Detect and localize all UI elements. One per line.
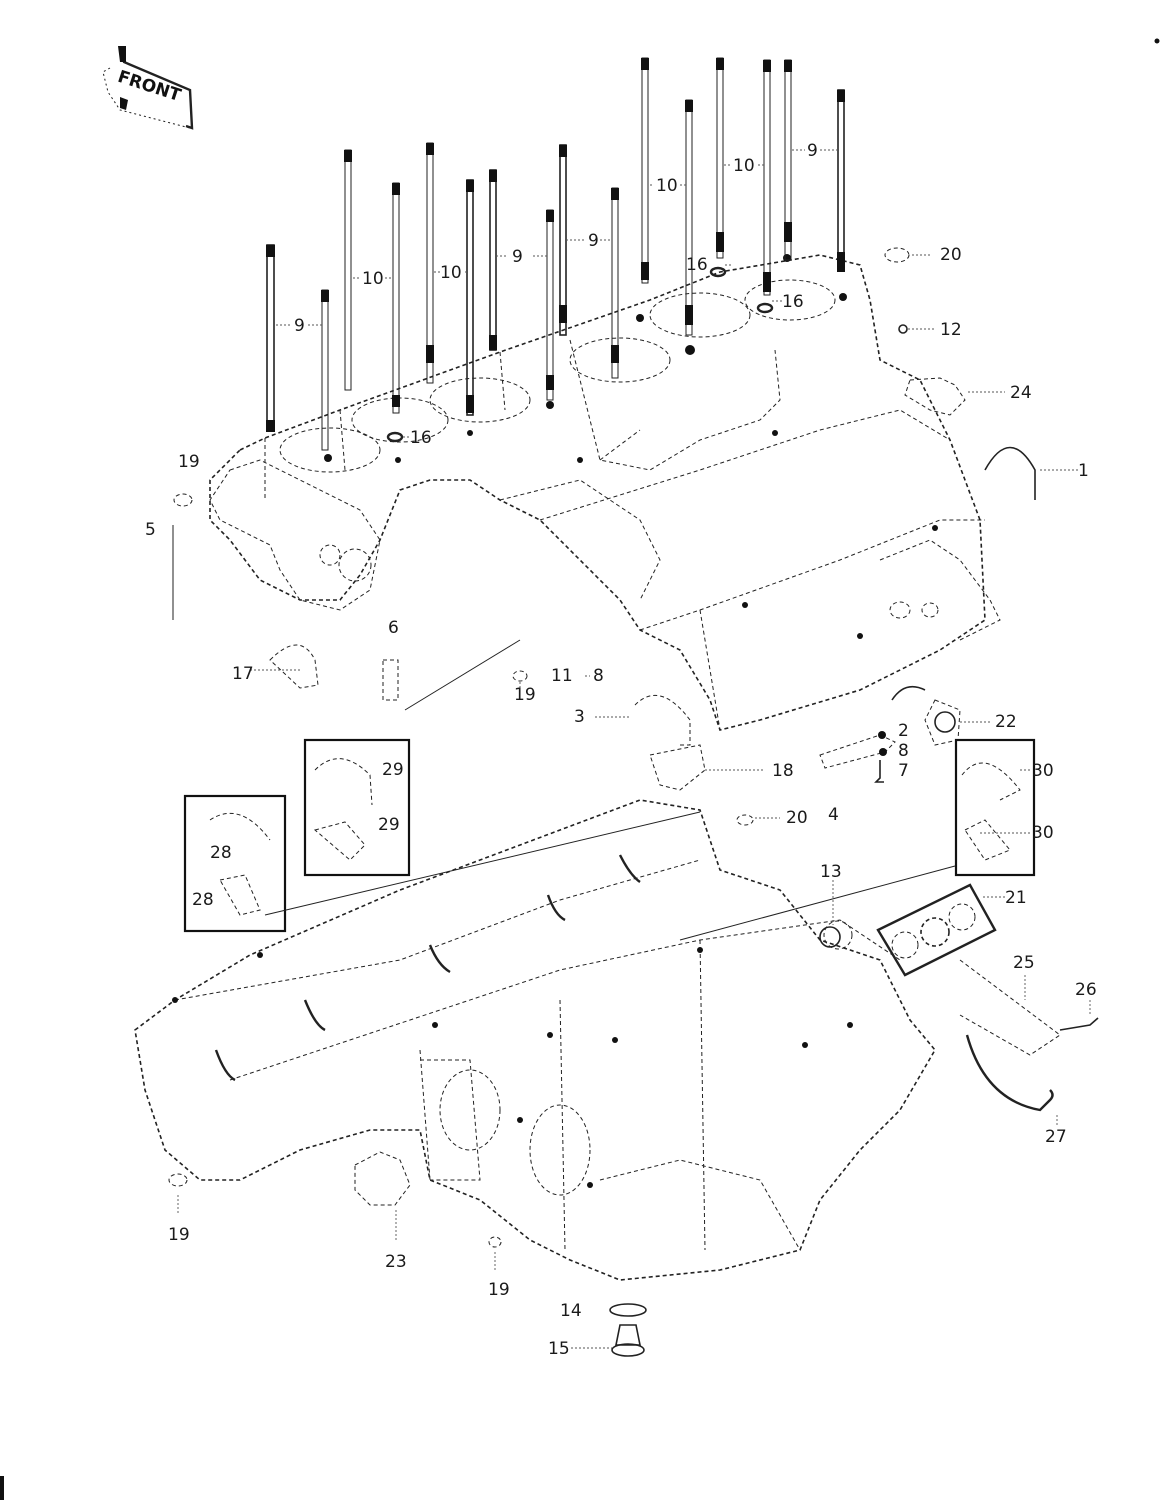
- bolt-26: [1059, 1017, 1099, 1031]
- hose-27: [965, 1034, 1054, 1112]
- thrust-bearing-3: [634, 695, 691, 746]
- callout-17: 17: [232, 664, 254, 684]
- stud: [489, 169, 497, 351]
- callout-29: 29: [382, 760, 404, 780]
- stud: [611, 187, 619, 379]
- callout-19: 19: [488, 1280, 510, 1300]
- stud: [641, 57, 649, 284]
- front-direction-marker: FRONT: [102, 46, 194, 130]
- stud: [546, 209, 554, 401]
- callout-14: 14: [560, 1301, 582, 1321]
- callout-6: 6: [388, 618, 399, 638]
- callout-28: 28: [210, 843, 232, 863]
- stud: [321, 289, 329, 451]
- stud: [763, 59, 771, 296]
- callout-12: 12: [940, 320, 962, 340]
- callout-16: 16: [782, 292, 804, 312]
- callout-10: 10: [440, 263, 462, 283]
- bolt-7: [874, 760, 884, 783]
- callout-4: 4: [828, 805, 839, 825]
- callout-29: 29: [378, 815, 400, 835]
- drain-plug-15: [611, 1324, 645, 1357]
- callout-21: 21: [1005, 888, 1027, 908]
- callout-19: 19: [168, 1225, 190, 1245]
- stud: [266, 244, 275, 432]
- callout-9: 9: [807, 141, 818, 161]
- callout-5: 5: [145, 520, 156, 540]
- callout-26: 26: [1075, 980, 1097, 1000]
- stud: [392, 182, 400, 414]
- stud: [837, 89, 845, 272]
- scan-mark: [1154, 38, 1160, 44]
- callout-20: 20: [940, 245, 962, 265]
- o-rings: [386, 266, 774, 443]
- stud: [559, 144, 567, 336]
- stud: [784, 59, 792, 261]
- callout-9: 9: [512, 247, 523, 267]
- callout-10: 10: [656, 176, 678, 196]
- callout-19: 19: [514, 685, 536, 705]
- callout-9: 9: [294, 316, 305, 336]
- bearing-insert-6: [382, 659, 399, 701]
- washer-8: [878, 731, 886, 739]
- dowel-pin-20-b: [736, 814, 754, 826]
- dowel-pin-19-c: [168, 1173, 188, 1187]
- plug-12: [898, 324, 908, 334]
- callout-28: 28: [192, 890, 214, 910]
- callout-10: 10: [733, 156, 755, 176]
- callout-16: 16: [686, 255, 708, 275]
- gasket-14: [609, 1303, 647, 1317]
- plate-18: [819, 734, 896, 769]
- callout-1: 1: [1078, 461, 1089, 481]
- dowel-pin-19-b: [512, 670, 528, 682]
- nut-8: [879, 748, 887, 756]
- bearing-22: [924, 699, 961, 746]
- callout-23: 23: [385, 1252, 407, 1272]
- callout-13: 13: [820, 862, 842, 882]
- callout-8: 8: [898, 741, 909, 761]
- callout-25: 25: [1013, 953, 1035, 973]
- callout-11: 11: [551, 666, 573, 686]
- stud: [466, 179, 474, 416]
- stud: [685, 99, 693, 336]
- stud: [344, 149, 352, 391]
- oil-filter-23: [354, 1151, 411, 1206]
- callout-15: 15: [548, 1339, 570, 1359]
- bearing-half-1: [984, 446, 1036, 500]
- callout-9: 9: [588, 231, 599, 251]
- callout-27: 27: [1045, 1127, 1067, 1147]
- leader-lines: [177, 149, 1091, 1349]
- callout-19: 19: [178, 452, 200, 472]
- cover-25: [959, 959, 1061, 1056]
- callout-labels: 9 10 10 9 9 10 10 9 16 16 16 20 12 24 1 …: [145, 141, 1097, 1359]
- bearing-box-30: [954, 738, 1036, 877]
- callout-30: 30: [1032, 761, 1054, 781]
- bearing-box-28: [183, 794, 287, 933]
- callout-3: 3: [574, 707, 585, 727]
- callout-18: 18: [772, 761, 794, 781]
- callout-30: 30: [1032, 823, 1054, 843]
- bearing-box-29: [303, 738, 411, 877]
- callout-22: 22: [995, 712, 1017, 732]
- dowel-pin-20: [884, 247, 910, 263]
- callout-10: 10: [362, 269, 384, 289]
- callout-7: 7: [898, 761, 909, 781]
- lower-crankcase: [134, 799, 936, 1281]
- callout-8: 8: [593, 666, 604, 686]
- dowel-pin-19-a: [173, 493, 193, 507]
- stud: [716, 57, 724, 259]
- circlip-2: [891, 685, 926, 701]
- scan-edge-mark: [0, 1476, 4, 1500]
- bearing-half-3: [649, 744, 706, 791]
- stud: [426, 142, 434, 384]
- callout-16: 16: [410, 428, 432, 448]
- bearing-17: [269, 644, 319, 689]
- callout-20: 20: [786, 808, 808, 828]
- callout-24: 24: [1010, 383, 1032, 403]
- oil-pressure-switch-13: [819, 920, 853, 950]
- crankcase-studs: [266, 57, 845, 451]
- dowel-pin-19-d: [488, 1236, 502, 1248]
- callout-2: 2: [898, 721, 909, 741]
- oil-pump-plate-21: [876, 883, 997, 977]
